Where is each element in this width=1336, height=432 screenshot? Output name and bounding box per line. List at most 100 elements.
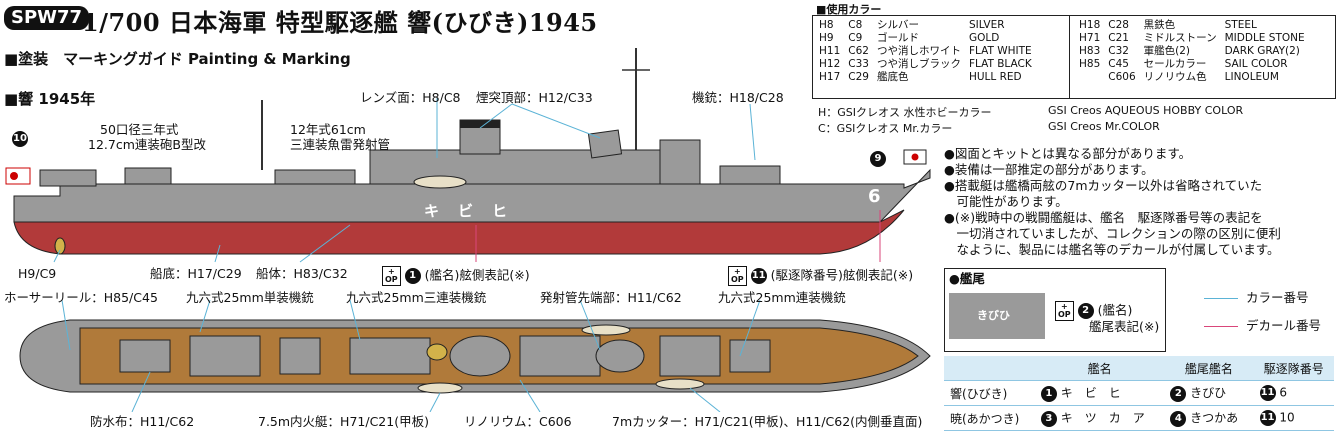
label-linoleum: リノリウム：C606: [464, 414, 572, 429]
paint-name-ja: セールカラー: [1143, 58, 1207, 70]
label-reel: ホーサーリール：H85/C45: [4, 290, 158, 305]
decal-stern-cell: 4 きつかあ: [1164, 405, 1254, 431]
marker-10: 10: [12, 128, 28, 147]
top-torpedo-aft: [279, 337, 321, 375]
superstructure: [369, 149, 671, 185]
top-launch: [417, 382, 463, 394]
decal-ship-name: 響(ひびき): [944, 380, 1035, 406]
decal-stern-cell: 2 きびひ: [1164, 380, 1254, 406]
decal-11-label: (駆逐隊番号)舷側表記(※): [770, 267, 914, 283]
funnel-aft-top: [460, 120, 500, 128]
stern-name-marking: きびひ: [977, 309, 1010, 322]
jack-sun: [911, 153, 919, 161]
note-line: ●図面とキットとは異なる部分があります。: [944, 146, 1192, 161]
paint-table-divider: [1069, 16, 1070, 98]
leader-twin-mg: [739, 300, 761, 357]
paint-c-code: C45: [1108, 58, 1129, 70]
decal-11-callout: +OP 11 (駆逐隊番号)舷側表記(※): [728, 266, 913, 286]
decal-num-badge: 11: [1259, 410, 1276, 426]
footnote-mr-en: GSI Creos Mr.COLOR: [1048, 120, 1160, 133]
leader-triple-mg: [349, 300, 361, 341]
marker-9: 9: [870, 148, 886, 167]
decal-num-badge: 11: [1259, 385, 1276, 401]
top-fwd-turret: [729, 339, 771, 373]
hull-number-marking: 6: [868, 186, 881, 207]
paint-name-ja: つや消しブラック: [876, 58, 961, 70]
paint-name-en: FLAT BLACK: [968, 58, 1032, 70]
paint-h-code: H12: [819, 58, 841, 70]
leader-launch: [429, 392, 441, 412]
label-prop: H9/C9: [18, 266, 57, 281]
note-line: なように、製品には艦名等のデカールが付属しています。: [944, 242, 1280, 257]
product-badge: SPW77: [4, 6, 90, 30]
paint-c-code: C29: [848, 71, 869, 83]
ship-side-view: [5, 48, 931, 263]
stern-box: ●艦尾 きびひ +OP 2 (艦名) 艦尾表記(※): [944, 268, 1166, 352]
marker-2-badge: 2: [1077, 303, 1094, 319]
launch-boat: [413, 175, 467, 189]
paint-c-code: C33: [848, 58, 869, 70]
label-funnel-top: 煙突頂部：H12/C33: [476, 90, 593, 105]
paint-name-ja: 艦底色: [876, 71, 909, 83]
top-aft-turret: [119, 339, 171, 373]
decal-op-icon: +OP: [382, 266, 401, 286]
decal-th-stern: 艦尾艦名: [1164, 356, 1254, 381]
top-torpedo-mid: [349, 337, 431, 375]
paint-name-en: GOLD: [968, 32, 1000, 44]
paint-c-code: C9: [848, 32, 863, 44]
bridge: [659, 139, 701, 185]
paint-table-heading: ■使用カラー: [816, 3, 882, 16]
decal-num-badge: 4: [1170, 410, 1187, 427]
note-line: ●(※)戦時中の戦闘艦艇は、艦名 駆逐隊番号等の表記を: [944, 210, 1263, 225]
decal-1-callout: +OP 1 (艦名)舷側表記(※): [382, 266, 530, 286]
aft-gun-turret-2: [124, 167, 172, 185]
paint-h-code: H8: [819, 19, 834, 31]
legend-color-line: [1204, 298, 1238, 299]
legend-color-label: カラー番号: [1246, 290, 1309, 305]
top-lens: [426, 343, 448, 361]
paint-h-code: H18: [1079, 19, 1101, 31]
paint-name-ja: シルバー: [876, 19, 919, 31]
notes: ●図面とキットとは異なる部分があります。 ●装備は一部推定の部分があります。 ●…: [944, 146, 1281, 258]
paint-name-en: DARK GRAY(2): [1224, 45, 1300, 57]
top-funnel-fwd: [595, 339, 645, 373]
stern-heading: ●艦尾: [949, 271, 985, 286]
paint-name-ja: ミドルストーン: [1143, 32, 1217, 44]
paint-name-ja: つや消しホワイト: [876, 45, 961, 57]
label-launch: 7.5m内火艇：H71/C21(甲板): [258, 414, 429, 429]
leader-tarp: [131, 371, 151, 412]
leader-single-mg: [199, 300, 211, 333]
top-cutter-stbd: [655, 378, 705, 390]
paint-name-en: FLAT WHITE: [968, 45, 1032, 57]
paint-name-en: SAIL COLOR: [1224, 58, 1288, 70]
stern-callout: +OP 2 (艦名): [1055, 301, 1132, 321]
paint-h-code: [1075, 71, 1104, 84]
decal-num-badge: 2: [1170, 385, 1187, 402]
label-tube-tip: 発射管先端部：H11/C62: [540, 290, 682, 305]
footnote-hobby-en: GSI Creos AQUEOUS HOBBY COLOR: [1048, 104, 1244, 117]
leader-bottom: [214, 244, 221, 263]
footnote-hobby-ja: H：GSIクレオス 水性ホビーカラー: [818, 106, 992, 119]
paint-name-en: STEEL: [1224, 19, 1257, 31]
leader-funnel-fwd: [511, 103, 601, 139]
top-aft-deckhouse: [189, 335, 261, 377]
decal-division-number: 10: [1279, 410, 1295, 425]
label-gun-1: 50口径三年式: [100, 122, 179, 137]
paint-name-en: SILVER: [968, 19, 1005, 31]
note-line: 一切消されていましたが、コレクションの際の区別に便利: [944, 226, 1281, 241]
leader-linoleum: [519, 379, 541, 412]
decal-table: 艦名 艦尾艦名 駆逐隊番号 響(ひびき) 1 キ ビ ヒ 2 きびひ 11 6 …: [944, 356, 1334, 431]
leader-funnel-aft: [479, 103, 513, 129]
marker-1-badge: 1: [404, 268, 421, 284]
label-gun-2: 12.7cm連装砲B型改: [88, 137, 206, 152]
decal-ship-name: 暁(あかつき): [944, 405, 1035, 431]
top-torpedo-fwd: [519, 335, 601, 377]
label-triple-mg: 九六式25mm三連装機銃: [346, 290, 487, 305]
